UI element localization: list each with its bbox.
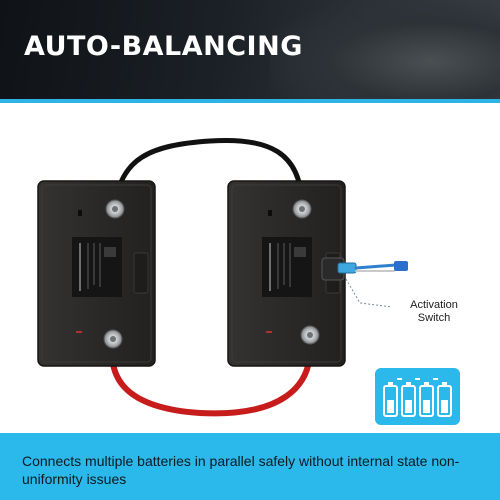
battery-right	[227, 180, 346, 367]
accent-stripe	[0, 99, 500, 103]
header-banner: AUTO-BALANCING	[0, 0, 500, 103]
footer-caption: Connects multiple batteries in parallel …	[22, 453, 460, 487]
black-cable	[112, 137, 305, 211]
battery-cells-icon	[375, 368, 460, 425]
activation-switch-icon	[321, 257, 408, 281]
red-cable	[109, 340, 314, 417]
activation-label-line2: Switch	[417, 312, 451, 324]
page-title: AUTO-BALANCING	[24, 31, 303, 62]
activation-switch-label: Activation Switch	[394, 299, 474, 325]
callout-line	[345, 278, 393, 308]
battery-diagram	[37, 137, 460, 425]
header-background-photo	[270, 0, 500, 103]
battery-left	[37, 180, 156, 367]
footer-banner	[0, 433, 500, 500]
activation-label-line1: Activation	[410, 299, 458, 311]
